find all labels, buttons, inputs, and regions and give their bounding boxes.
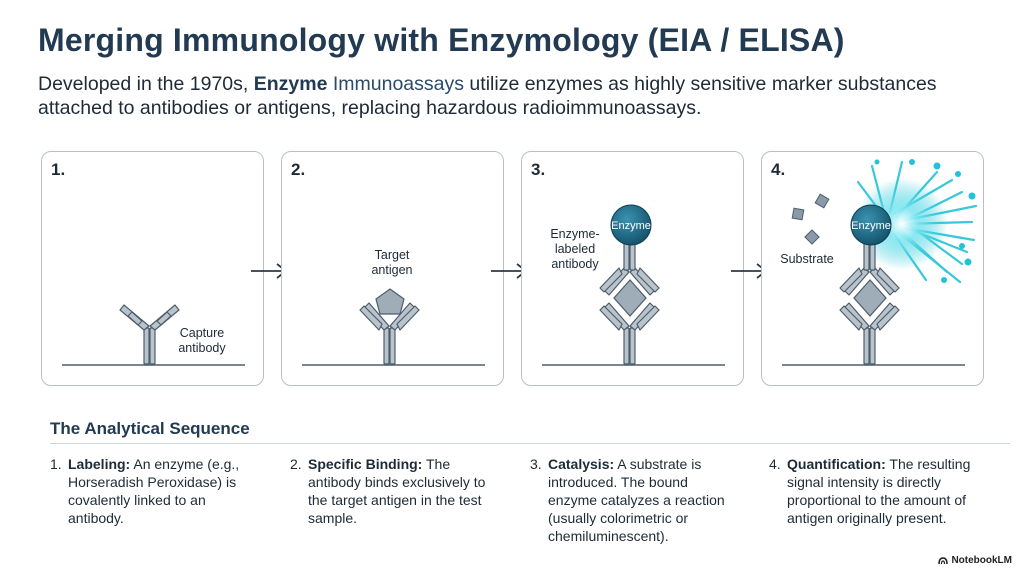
antigen-icon — [613, 279, 647, 317]
page-title: Merging Immunology with Enzymology (EIA … — [38, 22, 845, 58]
target-antigen-illustration — [302, 288, 485, 366]
page-subtitle: Developed in the 1970s, Enzyme Immunoass… — [38, 72, 998, 120]
antibody-icon — [839, 302, 900, 365]
antigen-icon — [853, 279, 887, 317]
enzyme-label: Enzyme — [611, 220, 651, 232]
panel-number: 3. — [531, 160, 546, 179]
enzyme-labeled-antibody-illustration — [542, 204, 725, 366]
subtitle-immunoassays: Immunoassays — [327, 73, 465, 95]
sequence-step-quantification: 4. Quantification: The resulting signal … — [769, 456, 971, 526]
brand-name: NotebookLM — [951, 555, 1012, 566]
enzyme-icon — [610, 204, 652, 246]
antibody-icon — [599, 302, 660, 365]
substrate-icon — [791, 193, 830, 245]
subtitle-bold-enzyme: Enzyme — [253, 73, 328, 95]
enzyme-icon — [850, 204, 892, 246]
sequence-step-catalysis: 3. Catalysis: A substrate is introduced.… — [530, 456, 725, 544]
sequence-step-binding: 2. Specific Binding: The antibody binds … — [290, 456, 486, 526]
antibody-icon — [119, 304, 180, 365]
antibody-icon — [359, 302, 420, 365]
substrate-label: Substrate — [780, 252, 834, 266]
glow-icon — [856, 178, 948, 270]
panel-number: 4. — [771, 160, 786, 179]
antigen-icon — [375, 288, 405, 315]
signal-illustration — [782, 159, 978, 366]
notebooklm-logo-icon — [938, 556, 949, 564]
subtitle-part-1: Developed in the 1970s, — [38, 73, 254, 95]
sequence-step-labeling: 1. Labeling: An enzyme (e.g., Horseradis… — [50, 456, 240, 526]
panel-number: 2. — [291, 160, 306, 179]
sequence-heading: The Analytical Sequence — [50, 419, 250, 438]
subtitle-part-3: utilize enzymes as highly sensitive mark… — [38, 73, 937, 119]
sequence-divider — [50, 443, 1010, 444]
panel-enzyme-labeled-antibody: 3. Enzyme Enzyme-labeled — [521, 151, 744, 386]
capture-antibody-illustration — [62, 304, 245, 366]
panel-number: 1. — [51, 160, 66, 179]
brand-watermark: NotebookLM — [938, 555, 1012, 566]
signal-particle-icon — [874, 159, 976, 283]
panel-signal-substrate: 4. — [761, 151, 984, 386]
enzyme-label: Enzyme — [851, 220, 891, 232]
